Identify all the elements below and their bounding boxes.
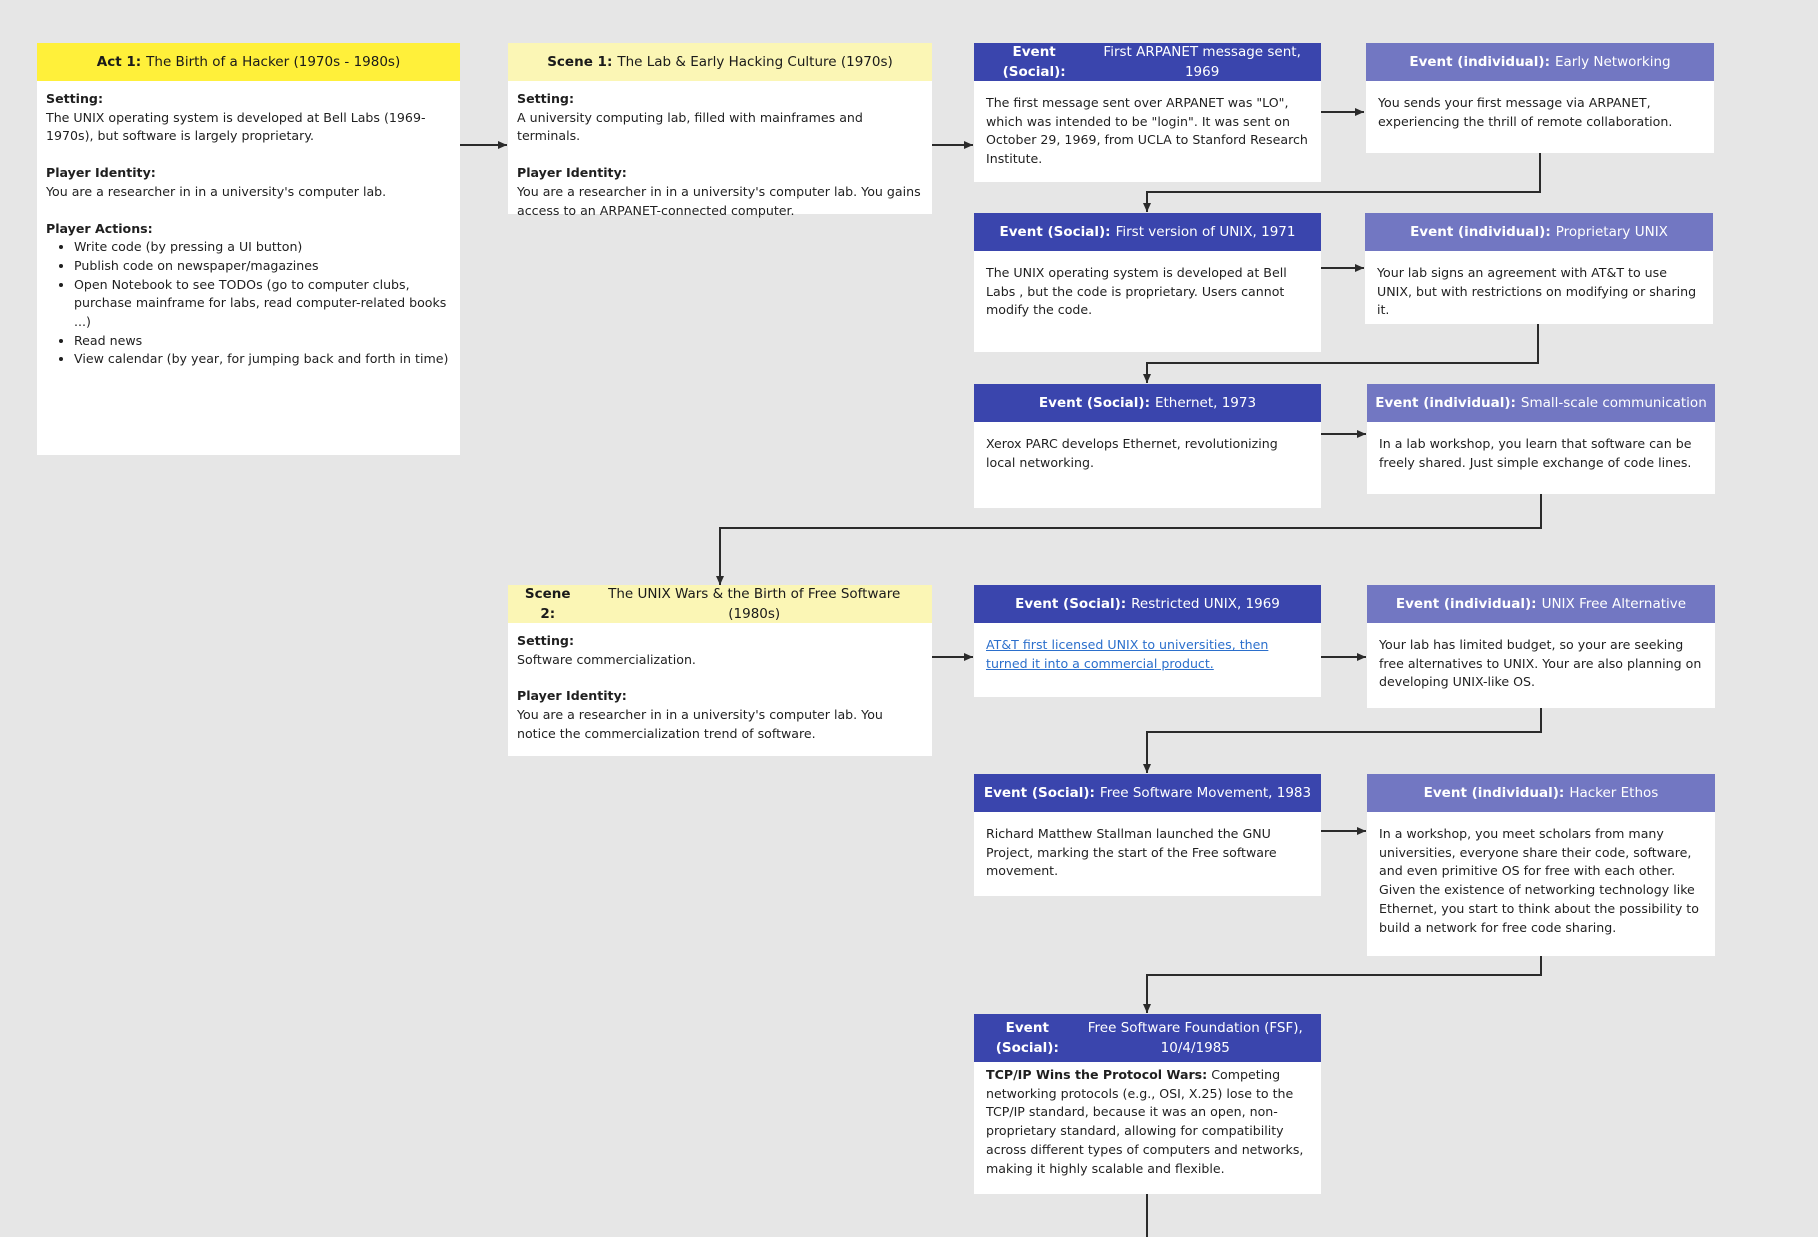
event-social-arpanet[interactable]: Event (Social):First ARPANET message sen… [974,43,1321,182]
scene1-header: Scene 1:The Lab & Early Hacking Culture … [508,43,932,81]
event-social-ethernet[interactable]: Event (Social):Ethernet, 1973 Xerox PARC… [974,384,1321,508]
event-header: Event (individual):Early Networking [1366,43,1714,81]
act1-action-item: Open Notebook to see TODOs (go to comput… [74,276,451,332]
att-unix-link[interactable]: AT&T first licensed UNIX to universities… [986,637,1269,671]
event-individual-proprietary-unix[interactable]: Event (individual):Proprietary UNIX Your… [1365,213,1713,324]
event-text: Xerox PARC develops Ethernet, revolution… [986,436,1278,470]
act1-identity-label: Player Identity: [46,165,156,181]
scene1-card[interactable]: Scene 1:The Lab & Early Hacking Culture … [508,43,932,218]
event-text: AT&T first licensed UNIX to universities… [974,623,1321,683]
event-individual-early-networking[interactable]: Event (individual):Early Networking You … [1366,43,1714,153]
scene1-setting: A university computing lab, filled with … [517,109,863,144]
scene1-body: Setting: A university computing lab, fil… [508,81,932,230]
scene2-header: Scene 2:The UNIX Wars & the Birth of Fre… [508,585,932,623]
scene1-identity-label: Player Identity: [517,165,627,181]
event-header: Event (Social):Free Software Movement, 1… [974,774,1321,812]
event-header: Event (Social):Free Software Foundation … [974,1014,1321,1062]
event-individual-hacker-ethos[interactable]: Event (individual):Hacker Ethos In a wor… [1367,774,1715,956]
event-header: Event (individual):Small-scale communica… [1367,384,1715,422]
act1-card[interactable]: Act 1:The Birth of a Hacker (1970s - 198… [37,43,460,455]
event-header: Event (Social):First ARPANET message sen… [974,43,1321,81]
scene2-setting-label: Setting: [517,633,574,648]
scene1-identity: You are a researcher in in a university'… [517,183,921,218]
act1-action-item: Write code (by pressing a UI button) [74,238,451,257]
act1-setting-label: Setting: [46,91,103,106]
act1-action-item: Publish code on newspaper/magazines [74,257,451,276]
event-header: Event (individual):Hacker Ethos [1367,774,1715,812]
scene2-identity: You are a researcher in in a university'… [517,707,883,741]
event-social-unix-1971[interactable]: Event (Social):First version of UNIX, 19… [974,213,1321,352]
act1-actions-list: Write code (by pressing a UI button) Pub… [46,238,451,369]
act1-setting: The UNIX operating system is developed a… [46,109,426,144]
event-text: The first message sent over ARPANET was … [986,95,1308,167]
act1-identity: You are a researcher in in a university'… [46,183,387,199]
scene2-card[interactable]: Scene 2:The UNIX Wars & the Birth of Fre… [508,585,932,756]
scene2-identity-label: Player Identity: [517,688,627,704]
act1-actions-label: Player Actions: [46,220,153,236]
act1-action-item: View calendar (by year, for jumping back… [74,350,451,369]
act1-action-item: Read news [74,332,451,351]
event-individual-small-scale[interactable]: Event (individual):Small-scale communica… [1367,384,1715,494]
scene1-setting-label: Setting: [517,91,574,106]
event-text: Richard Matthew Stallman launched the GN… [986,826,1277,879]
event-text-bold: TCP/IP Wins the Protocol Wars: [986,1067,1208,1082]
event-header: Event (individual):UNIX Free Alternative [1367,585,1715,623]
scene2-body: Setting: Software commercialization. Pla… [508,623,932,754]
act1-header: Act 1:The Birth of a Hacker (1970s - 198… [37,43,460,81]
event-text: Your lab has limited budget, so your are… [1379,637,1702,690]
arrow-i4-to-s5 [1143,708,1542,773]
arrow-i1-to-s2 [1143,153,1541,212]
event-header: Event (Social):Ethernet, 1973 [974,384,1321,422]
arrow-i5-to-s6 [1143,956,1542,1013]
event-header: Event (Social):Restricted UNIX, 1969 [974,585,1321,623]
event-text: In a workshop, you meet scholars from ma… [1379,826,1699,935]
arrow-i3-to-scene2 [716,494,1542,585]
event-header: Event (Social):First version of UNIX, 19… [974,213,1321,251]
event-text: The UNIX operating system is developed a… [986,265,1287,318]
event-text: You sends your first message via ARPANET… [1378,95,1673,129]
event-social-free-software-movement[interactable]: Event (Social):Free Software Movement, 1… [974,774,1321,896]
event-social-restricted-unix[interactable]: Event (Social):Restricted UNIX, 1969 AT&… [974,585,1321,697]
act1-body: Setting: The UNIX operating system is de… [37,81,460,379]
scene2-setting: Software commercialization. [517,651,696,667]
arrow-i2-to-s3 [1143,324,1539,383]
event-social-fsf[interactable]: Event (Social):Free Software Foundation … [974,1014,1321,1194]
event-header: Event (individual):Proprietary UNIX [1365,213,1713,251]
event-individual-unix-free-alternative[interactable]: Event (individual):UNIX Free Alternative… [1367,585,1715,708]
event-text: Your lab signs an agreement with AT&T to… [1377,265,1697,318]
event-text: In a lab workshop, you learn that softwa… [1379,436,1692,470]
event-text: TCP/IP Wins the Protocol Wars: Competing… [986,1067,1304,1176]
